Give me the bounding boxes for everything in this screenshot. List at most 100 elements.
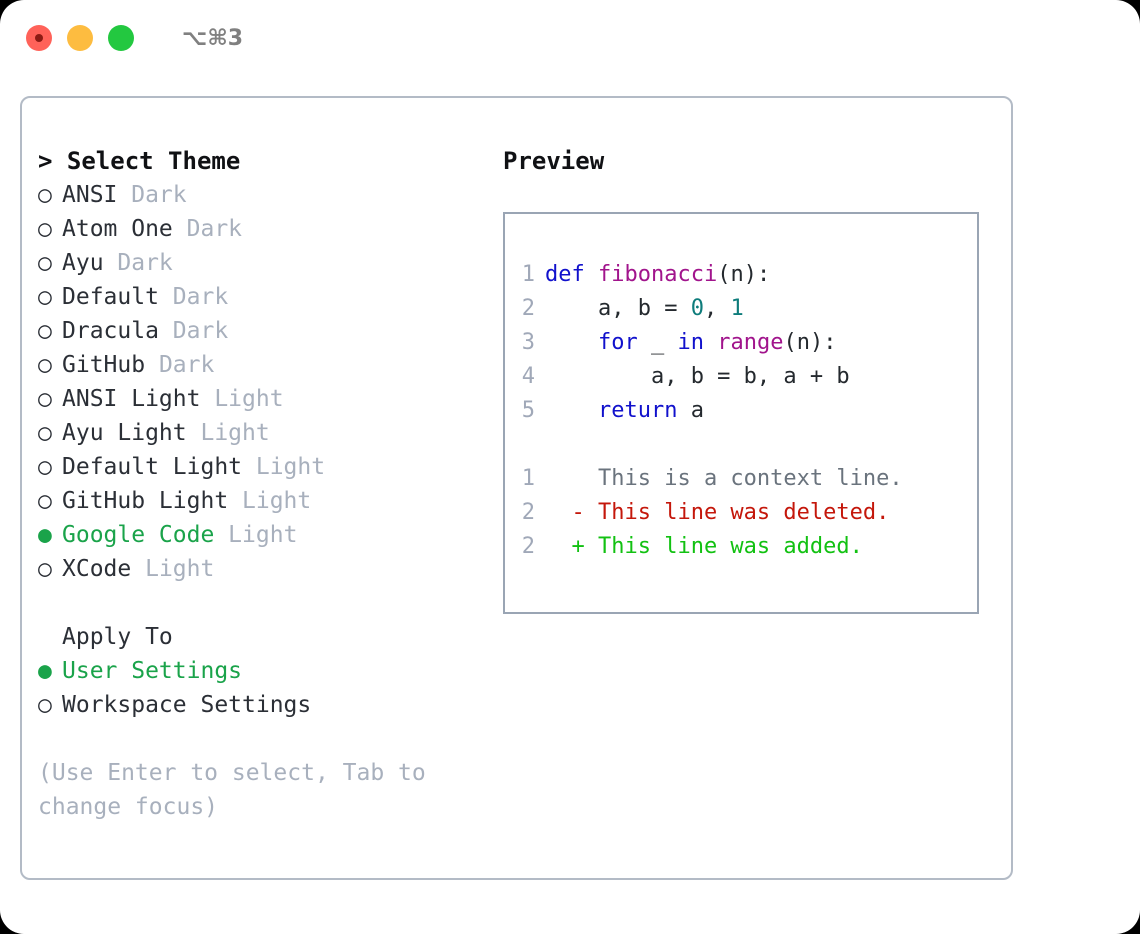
- minimize-window-button[interactable]: [67, 25, 93, 51]
- theme-kind-label: Dark: [172, 216, 243, 242]
- theme-name-label: Google Code: [62, 522, 215, 548]
- apply-to-list[interactable]: ● User Settings ○ Workspace Settings: [38, 654, 478, 722]
- theme-name-label: ANSI: [62, 182, 118, 208]
- code-line: 5 return a: [505, 394, 977, 428]
- theme-list[interactable]: ○ANSI Dark○Atom One Dark○Ayu Dark○Defaul…: [38, 178, 478, 586]
- theme-name-label: Ayu Light: [62, 420, 187, 446]
- apply-to-label: Workspace Settings: [62, 692, 312, 718]
- code-token-plain: a, b = b, a + b: [545, 364, 850, 389]
- theme-name-label: Default Light: [62, 454, 243, 480]
- close-window-button[interactable]: [26, 25, 52, 51]
- theme-kind-label: Light: [214, 522, 298, 548]
- radio-selected-icon[interactable]: ●: [38, 522, 52, 548]
- theme-kind-label: Dark: [103, 250, 173, 276]
- code-token-kw: def: [545, 262, 598, 287]
- theme-name-label: Dracula: [62, 318, 159, 344]
- code-token-plain: (n):: [717, 262, 771, 287]
- theme-kind-label: Dark: [117, 182, 187, 208]
- diff-line-number: 1: [521, 466, 535, 491]
- window-controls: [26, 25, 134, 51]
- diff-line: 1 This is a context line.: [505, 462, 977, 496]
- line-number: 5: [521, 398, 535, 423]
- theme-option-row[interactable]: ○ Dracula Dark: [38, 314, 478, 348]
- code-token-plain: a: [677, 398, 704, 423]
- code-token-plain: ,: [703, 296, 731, 321]
- theme-option-row[interactable]: ○ XCode Light: [38, 552, 478, 586]
- radio-unselected-icon[interactable]: ○: [38, 182, 52, 208]
- code-token-kw: for: [597, 330, 638, 355]
- code-line: 2 a, b = 0, 1: [505, 292, 977, 326]
- list-spacer: [38, 586, 478, 620]
- code-token-num: 0: [690, 296, 704, 321]
- line-number: 1: [521, 262, 535, 287]
- code-line-text: a, b = b, a + b: [545, 360, 850, 394]
- radio-unselected-icon[interactable]: ○: [38, 488, 52, 514]
- code-token-kw: in: [677, 330, 704, 355]
- theme-name-label: Ayu: [62, 250, 104, 276]
- theme-option-row[interactable]: ○ GitHub Dark: [38, 348, 478, 382]
- theme-kind-label: Light: [186, 420, 270, 446]
- theme-name-label: XCode: [62, 556, 132, 582]
- line-number: 3: [521, 330, 535, 355]
- code-line: 1 def fibonacci(n):: [505, 258, 977, 292]
- theme-kind-label: Light: [200, 386, 284, 412]
- code-token-plain: [704, 330, 717, 355]
- diff-line-number: 2: [521, 534, 535, 559]
- theme-option-row[interactable]: ○ ANSI Light Light: [38, 382, 478, 416]
- diff-sample: 1 This is a context line.2 - This line w…: [505, 462, 977, 564]
- theme-name-label: Default: [62, 284, 159, 310]
- radio-unselected-icon[interactable]: ○: [38, 284, 52, 310]
- theme-option-row[interactable]: ○ Ayu Light Light: [38, 416, 478, 450]
- diff-line: 2 - This line was deleted.: [505, 496, 977, 530]
- theme-kind-label: Dark: [145, 352, 215, 378]
- radio-unselected-icon[interactable]: ○: [38, 250, 52, 276]
- theme-option-row[interactable]: ○Atom One Dark: [38, 212, 478, 246]
- apply-to-label: User Settings: [62, 658, 243, 684]
- radio-unselected-icon[interactable]: ○: [38, 556, 52, 582]
- code-token-num: 1: [730, 296, 744, 321]
- radio-unselected-icon[interactable]: ○: [38, 420, 52, 446]
- theme-option-row[interactable]: ○Default Light Light: [38, 450, 478, 484]
- apply-to-option-row[interactable]: ○ Workspace Settings: [38, 688, 478, 722]
- radio-unselected-icon[interactable]: ○: [38, 352, 52, 378]
- theme-kind-label: Dark: [158, 284, 229, 310]
- diff-line-text-add: + This line was added.: [545, 534, 863, 559]
- keyboard-hint-text: (Use Enter to select, Tab to change focu…: [38, 760, 440, 820]
- main-panel: > Select Theme ○ANSI Dark○Atom One Dark○…: [20, 96, 1013, 880]
- theme-name-label: ANSI Light: [62, 386, 201, 412]
- maximize-window-button[interactable]: [108, 25, 134, 51]
- radio-unselected-icon[interactable]: ○: [38, 216, 52, 242]
- theme-option-row[interactable]: ● Google Code Light: [38, 518, 478, 552]
- theme-kind-label: Dark: [158, 318, 229, 344]
- radio-selected-icon[interactable]: ●: [38, 658, 52, 684]
- radio-unselected-icon[interactable]: ○: [38, 454, 52, 480]
- radio-unselected-icon[interactable]: ○: [38, 318, 52, 344]
- theme-selector-column: > Select Theme ○ANSI Dark○Atom One Dark○…: [38, 144, 478, 824]
- theme-option-row[interactable]: ○GitHub Light Light: [38, 484, 478, 518]
- radio-unselected-icon[interactable]: ○: [38, 386, 52, 412]
- diff-line-text-ctx: This is a context line.: [545, 466, 903, 491]
- code-token-plain: (n):: [783, 330, 837, 355]
- theme-option-row[interactable]: ○ ANSI Dark: [38, 178, 478, 212]
- code-line-text: for _ in range(n):: [545, 326, 836, 360]
- radio-unselected-icon[interactable]: ○: [38, 692, 52, 718]
- line-number: 2: [521, 296, 535, 321]
- theme-kind-label: Light: [131, 556, 215, 582]
- diff-line-number: 2: [521, 500, 535, 525]
- code-token-kw: return: [597, 398, 678, 423]
- apply-to-header: Apply To: [62, 624, 173, 650]
- code-token-plain: [545, 330, 598, 355]
- select-theme-header: > Select Theme: [38, 147, 241, 175]
- code-line-text: def fibonacci(n):: [545, 258, 770, 292]
- code-token-plain: a, b =: [545, 296, 691, 321]
- diff-line-text-del: - This line was deleted.: [545, 500, 890, 525]
- theme-name-label: GitHub: [62, 352, 146, 378]
- theme-option-row[interactable]: ○ Ayu Dark: [38, 246, 478, 280]
- apply-to-option-row[interactable]: ● User Settings: [38, 654, 478, 688]
- code-line: 4 a, b = b, a + b: [505, 360, 977, 394]
- theme-option-row[interactable]: ○ Default Dark: [38, 280, 478, 314]
